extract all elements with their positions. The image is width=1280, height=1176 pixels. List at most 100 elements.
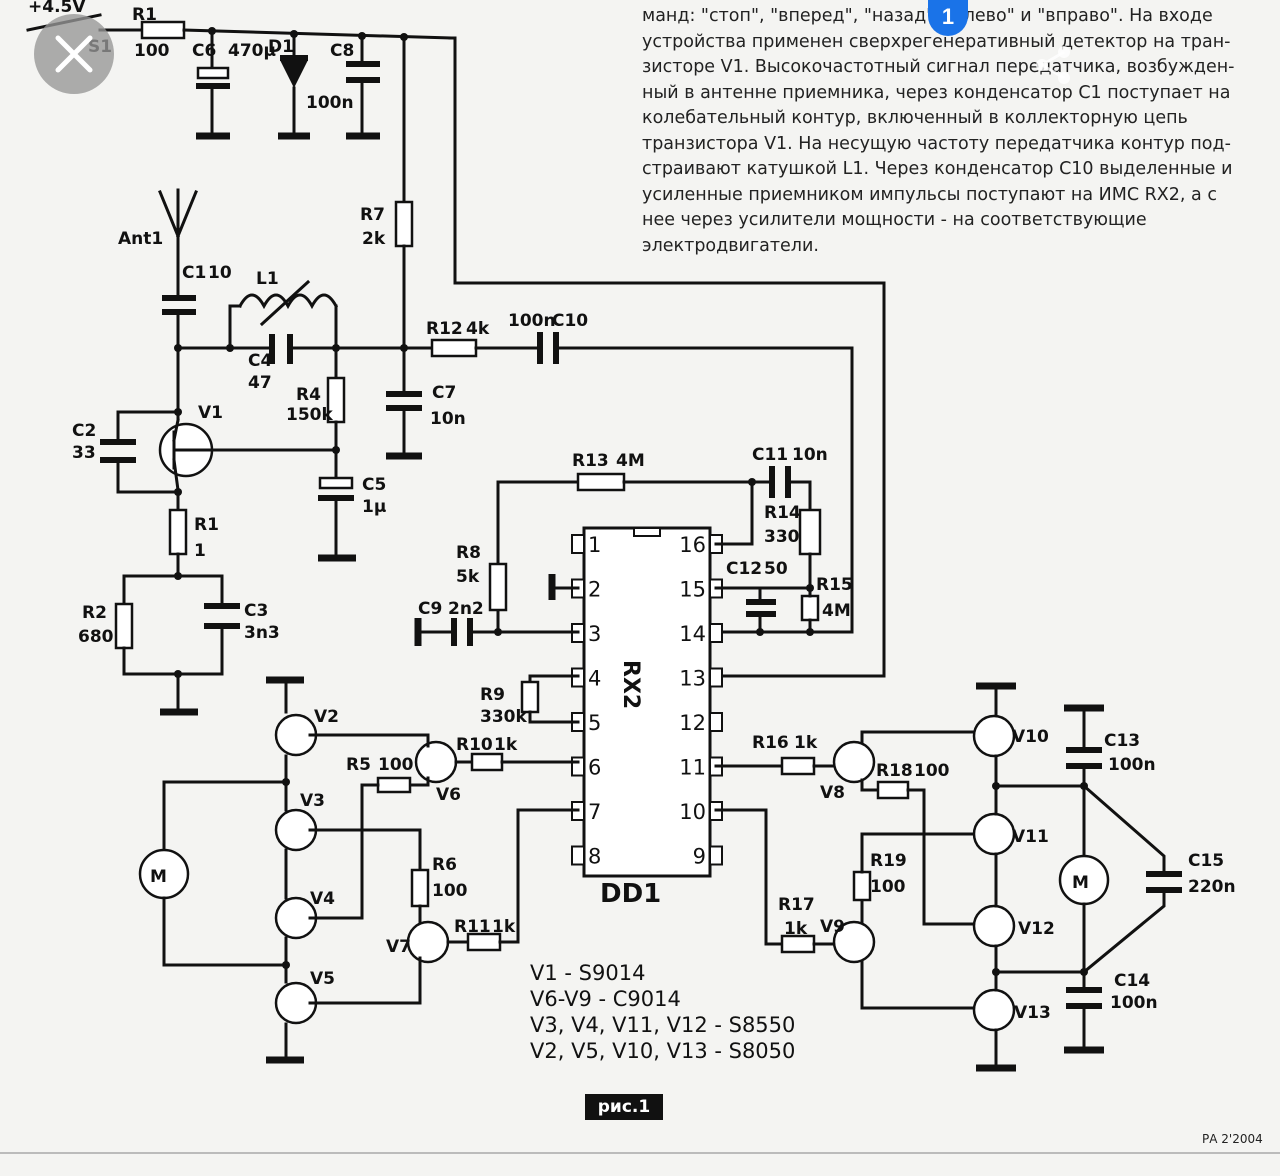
label-c14: C14 (1114, 971, 1150, 991)
label-r1-val: 1 (194, 541, 206, 561)
chip-pin (571, 534, 585, 554)
chip-pin-number: 11 (679, 756, 706, 780)
power-rail (26, 13, 886, 678)
label-r17-val: 1k (784, 919, 808, 939)
label-r6-val: 100 (432, 881, 468, 901)
label-c10-val: 100n (508, 311, 556, 331)
chip-pin-number: 6 (588, 756, 601, 780)
motor-left-label: M (150, 867, 167, 887)
supply-label: +4.5V (28, 0, 86, 17)
label-r11: R11 (454, 917, 491, 937)
notification-badge[interactable]: 1 (928, 0, 968, 36)
label-c9-val: 2n2 (448, 599, 484, 619)
left-bridge (138, 676, 580, 1064)
chip-pin-number: 15 (679, 578, 706, 602)
chip-pin-number: 14 (679, 622, 706, 646)
chip-pin-number: 8 (588, 845, 601, 869)
label-l1: L1 (256, 269, 279, 289)
article-line: ный в антенне приемника, через конденсат… (642, 82, 1231, 103)
article-line: колебательный контур, включенный в колле… (642, 108, 1188, 128)
right-bridge (714, 682, 1182, 1072)
label-r13-val: 4M (616, 451, 645, 471)
label-c12-val: 50 (764, 559, 788, 579)
label-v10: V10 (1012, 727, 1049, 747)
chip-name: RX2 (618, 660, 643, 709)
label-r5-val: 100 (378, 755, 414, 775)
label-v9: V9 (820, 917, 845, 937)
label-c2: C2 (72, 421, 96, 441)
label-r1-top: R1 (132, 5, 157, 25)
label-c7-val: 10n (430, 409, 466, 429)
label-r10: R10 (456, 735, 493, 755)
label-r5: R5 (346, 755, 371, 775)
label-v1: V1 (198, 403, 223, 423)
label-c12: C12 (726, 559, 762, 579)
article-text: манд: "стоп", "вперед", "назад", "влево"… (642, 4, 1246, 259)
label-r10-val: 1k (494, 735, 518, 755)
article-line: электродвигатели. (642, 235, 819, 256)
label-r19-val: 100 (870, 877, 906, 897)
note-line-4: V2, V5, V10, V13 - S8050 (530, 1039, 795, 1063)
label-v7: V7 (386, 937, 411, 957)
label-r16: R16 (752, 733, 789, 753)
chip-pin-number: 10 (679, 800, 706, 824)
label-c15: C15 (1188, 851, 1224, 871)
label-c6: C6 (192, 41, 216, 61)
article-line: манд: "стоп", "вперед", "назад", "влево"… (642, 6, 1213, 26)
page-bottom-divider (0, 1152, 1280, 1154)
chip-ref: DD1 (600, 879, 661, 909)
label-r18: R18 (876, 761, 913, 781)
label-c1-val: 10 (208, 263, 232, 283)
motor-right-label: M (1072, 873, 1089, 893)
note-line-2: V6-V9 - C9014 (530, 987, 681, 1011)
label-c5-val: 1μ (362, 497, 386, 517)
label-c11-val: 10n (792, 445, 828, 465)
label-v2: V2 (314, 707, 339, 727)
label-c15-val: 220n (1188, 877, 1236, 897)
chip-pin-number: 12 (679, 711, 706, 735)
label-v5: V5 (310, 969, 335, 989)
chip-pin-number: 4 (588, 667, 601, 691)
source-label: РА 2'2004 (1202, 1132, 1263, 1146)
label-c8: C8 (330, 41, 354, 61)
label-r15-val: 4M (822, 601, 851, 621)
article-line: страивают катушкой L1. Через конденсатор… (642, 159, 1233, 179)
label-c4: C4 (248, 351, 272, 371)
label-r12: R12 (426, 319, 463, 339)
chip-pin-number: 13 (679, 667, 706, 691)
label-r7: R7 (360, 205, 385, 225)
chip-pin-number: 1 (588, 533, 601, 557)
chip-pin-number: 5 (588, 711, 601, 735)
label-c5: C5 (362, 475, 386, 495)
rf-stage (100, 188, 854, 716)
label-v12: V12 (1018, 919, 1055, 939)
label-r17: R17 (778, 895, 815, 915)
label-ant1: Ant1 (118, 229, 163, 249)
chip-feedback (414, 466, 822, 724)
label-r8: R8 (456, 543, 481, 563)
label-v13: V13 (1014, 1003, 1051, 1023)
chip-pin (709, 623, 723, 643)
chip-pin (571, 756, 585, 777)
chip-pin (709, 667, 723, 688)
chip-pin (571, 845, 585, 866)
label-r11-val: 1k (492, 917, 516, 937)
share-button[interactable] (1030, 42, 1076, 88)
label-r15: R15 (816, 575, 853, 595)
label-r9-val: 330k (480, 707, 527, 727)
label-r13: R13 (572, 451, 609, 471)
label-r7-val: 2k (362, 229, 386, 249)
label-r6: R6 (432, 855, 457, 875)
label-c8-val: 100n (306, 93, 354, 113)
label-d1: D1 (268, 37, 294, 57)
label-r12-val: 4k (466, 319, 490, 339)
label-c1: C1 (182, 263, 206, 283)
label-r1-top-val: 100 (134, 41, 170, 61)
label-r1: R1 (194, 515, 219, 535)
label-c6-val: 470μ (228, 41, 276, 61)
label-c14-val: 100n (1110, 993, 1158, 1013)
close-button[interactable] (34, 14, 114, 94)
label-r4-val: 150k (286, 405, 333, 425)
